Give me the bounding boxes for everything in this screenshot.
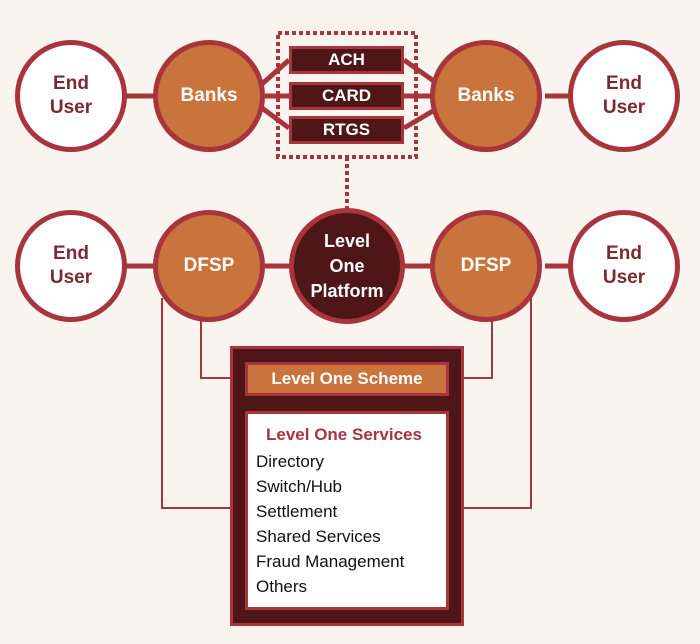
dfsp-node-right: DFSP [430,210,542,322]
rail-card: CARD [289,82,404,110]
banks-label: Banks [180,85,238,106]
service-item-settlement: Settlement [256,502,338,521]
end-user-node-top-left: End User [15,40,127,152]
dfsp-label: DFSP [460,255,512,276]
end-user-label: End User [602,73,646,118]
level-one-platform-node: Level One Platform [289,208,405,324]
banks-node-right: Banks [430,40,542,152]
service-item-directory: Directory [256,452,325,471]
rail-card-label: CARD [321,86,372,105]
rail-rtgs-label: RTGS [322,120,371,139]
dfsp-node-left: DFSP [153,210,265,322]
service-item-switch-hub: Switch/Hub [256,477,342,496]
end-user-node-bottom-right: End User [568,210,680,322]
services-list: Directory Switch/Hub Settlement Shared S… [256,449,446,599]
rail-ach-label: ACH [328,50,365,69]
link-bank-ach-left [260,58,291,86]
path-dfsp-left-services [161,298,247,509]
rail-rtgs: RTGS [289,116,404,144]
services-title: Level One Services [266,425,422,444]
end-user-node-bottom-left: End User [15,210,127,322]
rail-ach: ACH [289,46,404,74]
path-dfsp-right-services [447,298,532,509]
service-item-others: Others [256,577,308,596]
service-item-shared-services: Shared Services [256,527,381,546]
link-bank-rtgs-left [260,105,291,131]
level-one-scheme-bar: Level One Scheme [245,362,449,396]
end-user-node-top-right: End User [568,40,680,152]
platform-label: Level One Platform [310,230,384,301]
service-item-fraud-management: Fraud Management [256,552,405,571]
end-user-label: End User [49,243,93,288]
dfsp-label: DFSP [183,255,235,276]
end-user-label: End User [602,243,646,288]
level-one-services-panel: Level One Services Directory Switch/Hub … [245,411,449,610]
banks-label: Banks [457,85,515,106]
end-user-label: End User [49,73,93,118]
banks-node-left: Banks [153,40,265,152]
scheme-title: Level One Scheme [271,369,423,388]
